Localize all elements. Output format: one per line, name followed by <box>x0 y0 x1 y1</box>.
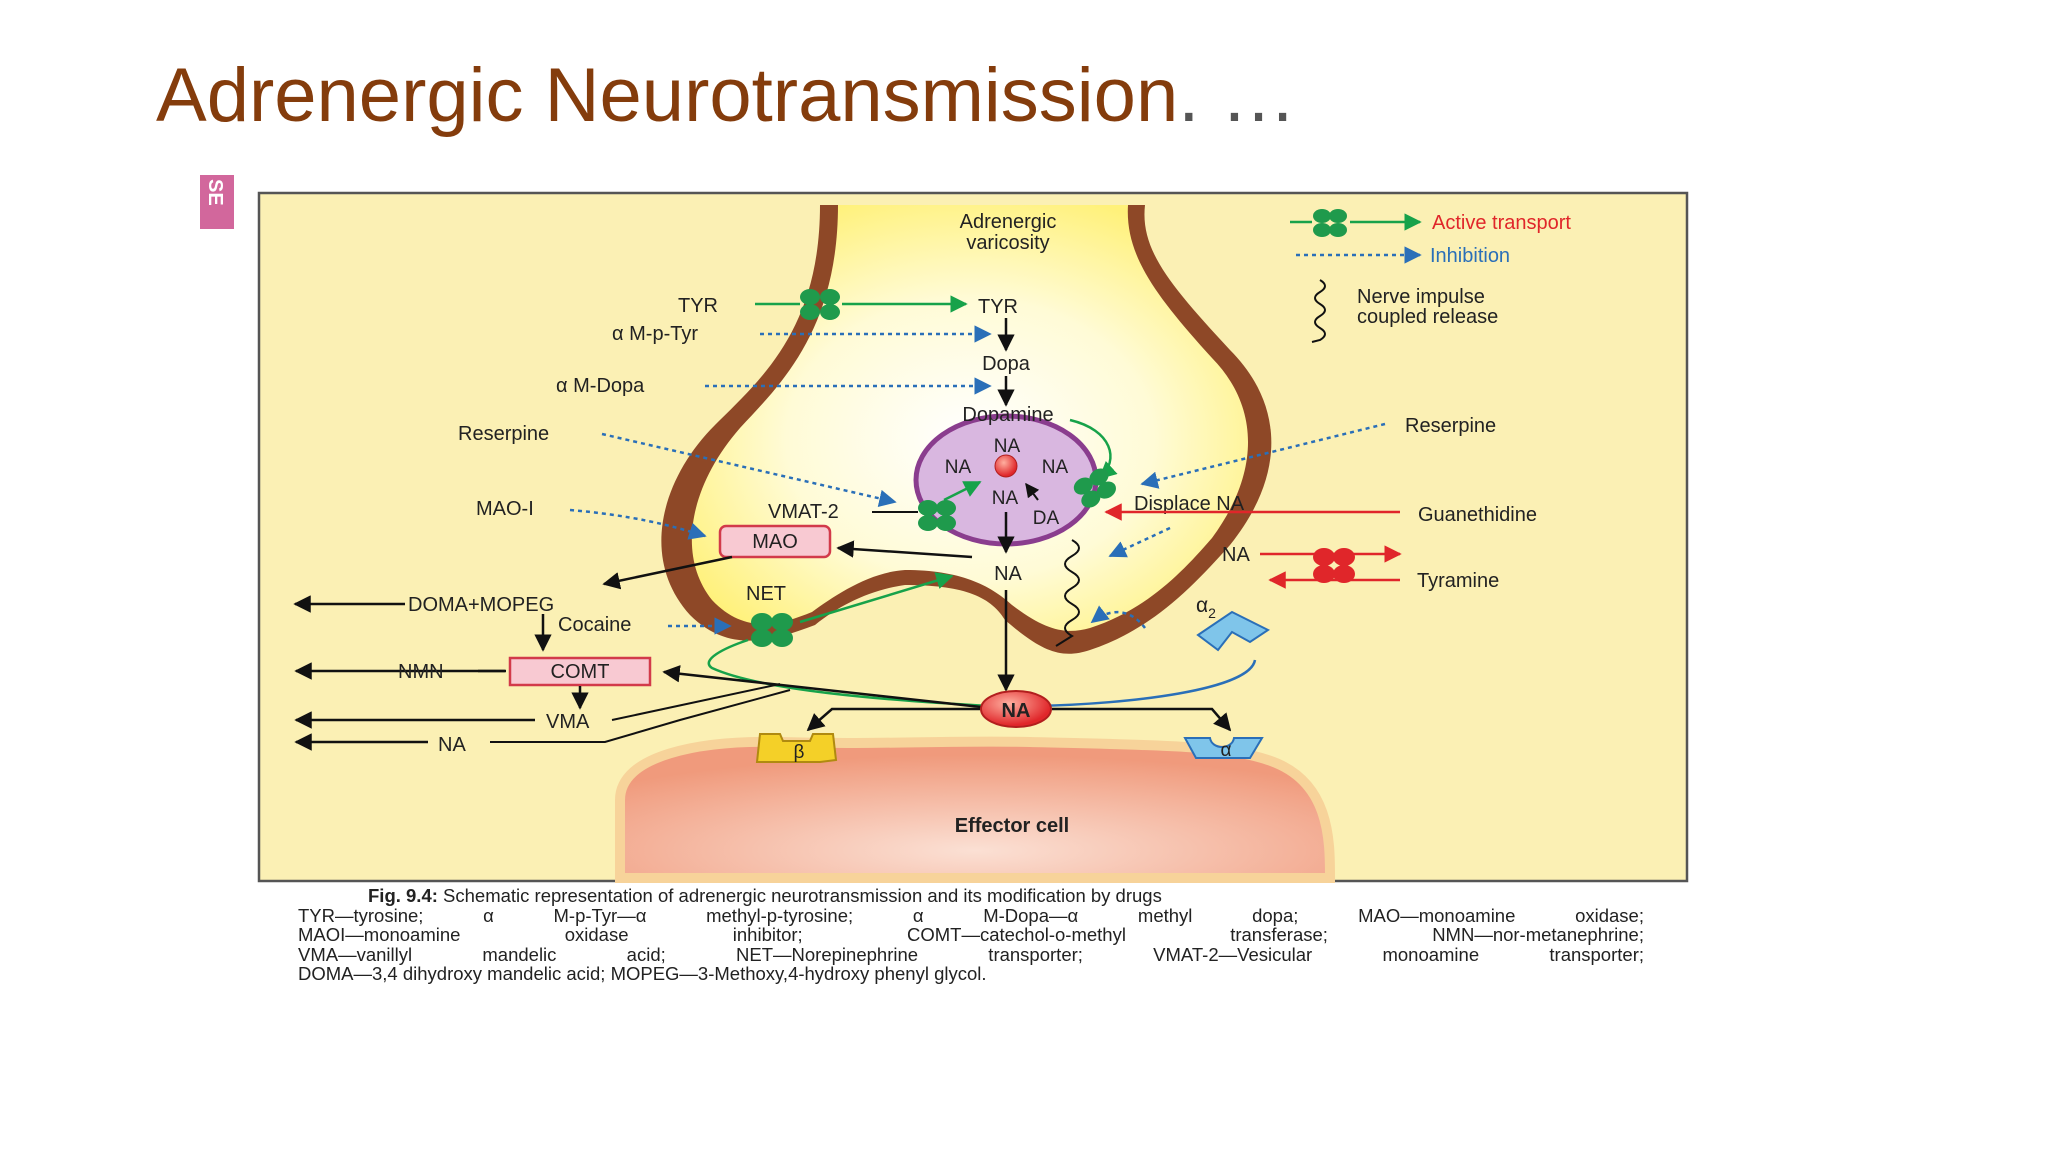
legend-impulse-icon <box>1311 279 1326 343</box>
dopa-label: Dopa <box>982 353 1031 375</box>
vmat2-right-transporter-icon <box>1073 468 1116 508</box>
vmat2-label: VMAT-2 <box>768 501 839 523</box>
caption-fig-label: Fig. 9.4: <box>368 885 438 906</box>
alpha2-subscript: 2 <box>1208 605 1216 621</box>
vesicle-na-left: NA <box>945 457 972 478</box>
slide-title: Adrenergic Neurotransmission. … <box>156 58 1296 134</box>
vesicle-na-mid: NA <box>992 488 1019 509</box>
alpha2-symbol: α <box>1196 594 1208 617</box>
net-transporter-icon <box>751 613 793 647</box>
released-na-molecule <box>980 690 1052 728</box>
beta-label: β <box>794 742 805 763</box>
caption-fig-title: Schematic representation of adrenergic n… <box>443 885 1162 906</box>
varicosity-label-1: Adrenergic <box>960 211 1057 233</box>
figure-caption: Fig. 9.4: Schematic representation of ad… <box>298 886 1644 984</box>
doma-mopeg-label: DOMA+MOPEG <box>408 594 554 616</box>
legend-active-transport: Active transport <box>1432 212 1571 234</box>
mao-i-label: MAO-I <box>476 498 534 520</box>
mao-label: MAO <box>752 531 798 553</box>
comt-enzyme-box <box>508 656 652 687</box>
mao-enzyme-box <box>718 524 832 559</box>
na-out-label: NA <box>438 734 466 756</box>
a-m-dopa-label: α M-Dopa <box>556 375 645 397</box>
tyramine-transporter-icon <box>1313 548 1355 583</box>
na-cytoplasm-label: NA <box>994 563 1022 585</box>
net-label: NET <box>746 583 786 605</box>
slide-title-text: Adrenergic Neurotransmission <box>156 53 1179 138</box>
legend-transporter-icon <box>1313 209 1347 237</box>
effector-cell <box>615 736 1336 883</box>
vmat2-left-transporter-icon <box>918 500 956 531</box>
varicosity-label-2: varicosity <box>966 232 1049 254</box>
caption-line-3: VMA—vanillyl mandelic acid; NET—Norepine… <box>298 943 1644 965</box>
caption-line-1: TYR—tyrosine; α M-p-Tyr—α methyl-p-tyros… <box>298 904 1644 926</box>
effector-cell-label: Effector cell <box>955 815 1069 837</box>
vesicle-na-top: NA <box>994 436 1021 457</box>
alpha-receptor-icon <box>1183 737 1264 759</box>
slide-title-suffix: . … <box>1178 53 1297 138</box>
caption-line-4: DOMA—3,4 dihydroxy mandelic acid; MOPEG—… <box>298 963 987 984</box>
na-released-label: NA <box>1002 700 1031 722</box>
legend-impulse-line2: coupled release <box>1357 306 1498 328</box>
caption-title: Fig. 9.4: Schematic representation of ad… <box>298 886 1644 906</box>
reserpine-right-label: Reserpine <box>1405 415 1496 437</box>
legend-impulse-line1: Nerve impulse <box>1357 286 1485 308</box>
legend: Active transport Inhibition Nerve impuls… <box>1290 209 1571 343</box>
displace-na-label: Displace NA <box>1134 493 1245 515</box>
reserpine-left-label: Reserpine <box>458 423 549 445</box>
a-m-p-tyr-label: α M-p-Tyr <box>612 323 698 345</box>
vma-label: VMA <box>546 711 590 733</box>
tyr-transporter-icon <box>800 289 840 320</box>
comt-label: COMT <box>551 661 610 683</box>
tyramine-label: Tyramine <box>1417 570 1499 592</box>
impulse-coupled-release-icon <box>1055 539 1080 647</box>
tyr-inside-label: TYR <box>978 296 1018 318</box>
alpha2-label: α2 <box>1196 594 1216 621</box>
vesicle-da: DA <box>1033 508 1060 529</box>
legend-inhibition: Inhibition <box>1430 245 1510 267</box>
alpha2-receptor-icon <box>1196 610 1270 652</box>
na-right-label: NA <box>1222 544 1250 566</box>
alpha-label: α <box>1221 740 1232 761</box>
tyr-outside-label: TYR <box>678 295 718 317</box>
vesicle-na-right: NA <box>1042 457 1069 478</box>
cocaine-label: Cocaine <box>558 614 631 636</box>
guanethidine-label: Guanethidine <box>1418 504 1537 526</box>
nmn-label: NMN <box>398 661 444 683</box>
dopamine-label: Dopamine <box>962 404 1053 426</box>
beta-receptor-icon <box>755 733 838 763</box>
slide-tab-marker: SE <box>200 175 234 229</box>
caption-line-2: MAOI—monoamine oxidase inhibitor; COMT—c… <box>298 924 1644 945</box>
